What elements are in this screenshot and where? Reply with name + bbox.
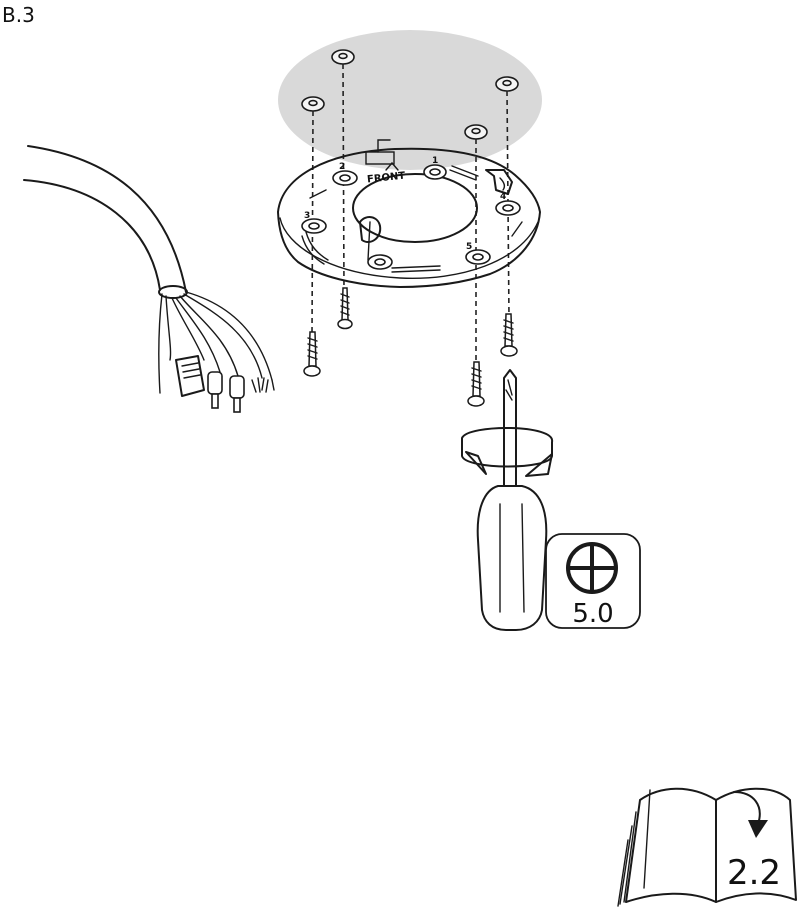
- anchor-plug: [301, 96, 325, 112]
- screws: [303, 287, 518, 407]
- hole-number: 4: [500, 192, 506, 202]
- barrel-connector: [229, 375, 245, 413]
- mounting-bracket: 1 2 3 4 5 FRONT: [277, 139, 541, 288]
- rj45-connector: [175, 355, 205, 397]
- anchor-plug: [331, 49, 355, 65]
- anchor-plug: [464, 124, 488, 140]
- screw: [467, 361, 485, 407]
- barrel-connector: [207, 371, 223, 409]
- screw: [337, 287, 353, 330]
- hole-number: 3: [304, 211, 310, 221]
- wires: [157, 291, 273, 394]
- bracket-holes: [301, 164, 521, 270]
- open-book-icon: 2.2: [617, 787, 797, 907]
- front-label: FRONT: [367, 171, 406, 186]
- hole-number: 1: [432, 156, 438, 166]
- reference-section: 2.2: [727, 853, 781, 893]
- hole-number: 2: [339, 162, 345, 172]
- network-cable: [23, 145, 275, 413]
- screw: [303, 331, 321, 377]
- anchor-plug: [495, 76, 519, 92]
- hole-number: 5: [466, 242, 472, 252]
- screw: [500, 313, 518, 357]
- bit-size-label: 5.0: [572, 599, 613, 629]
- phillips-screwdriver-icon: [566, 542, 618, 594]
- screwdriver: [461, 369, 553, 631]
- tool-badge: 5.0: [545, 533, 641, 629]
- step-label: B.3: [2, 3, 35, 27]
